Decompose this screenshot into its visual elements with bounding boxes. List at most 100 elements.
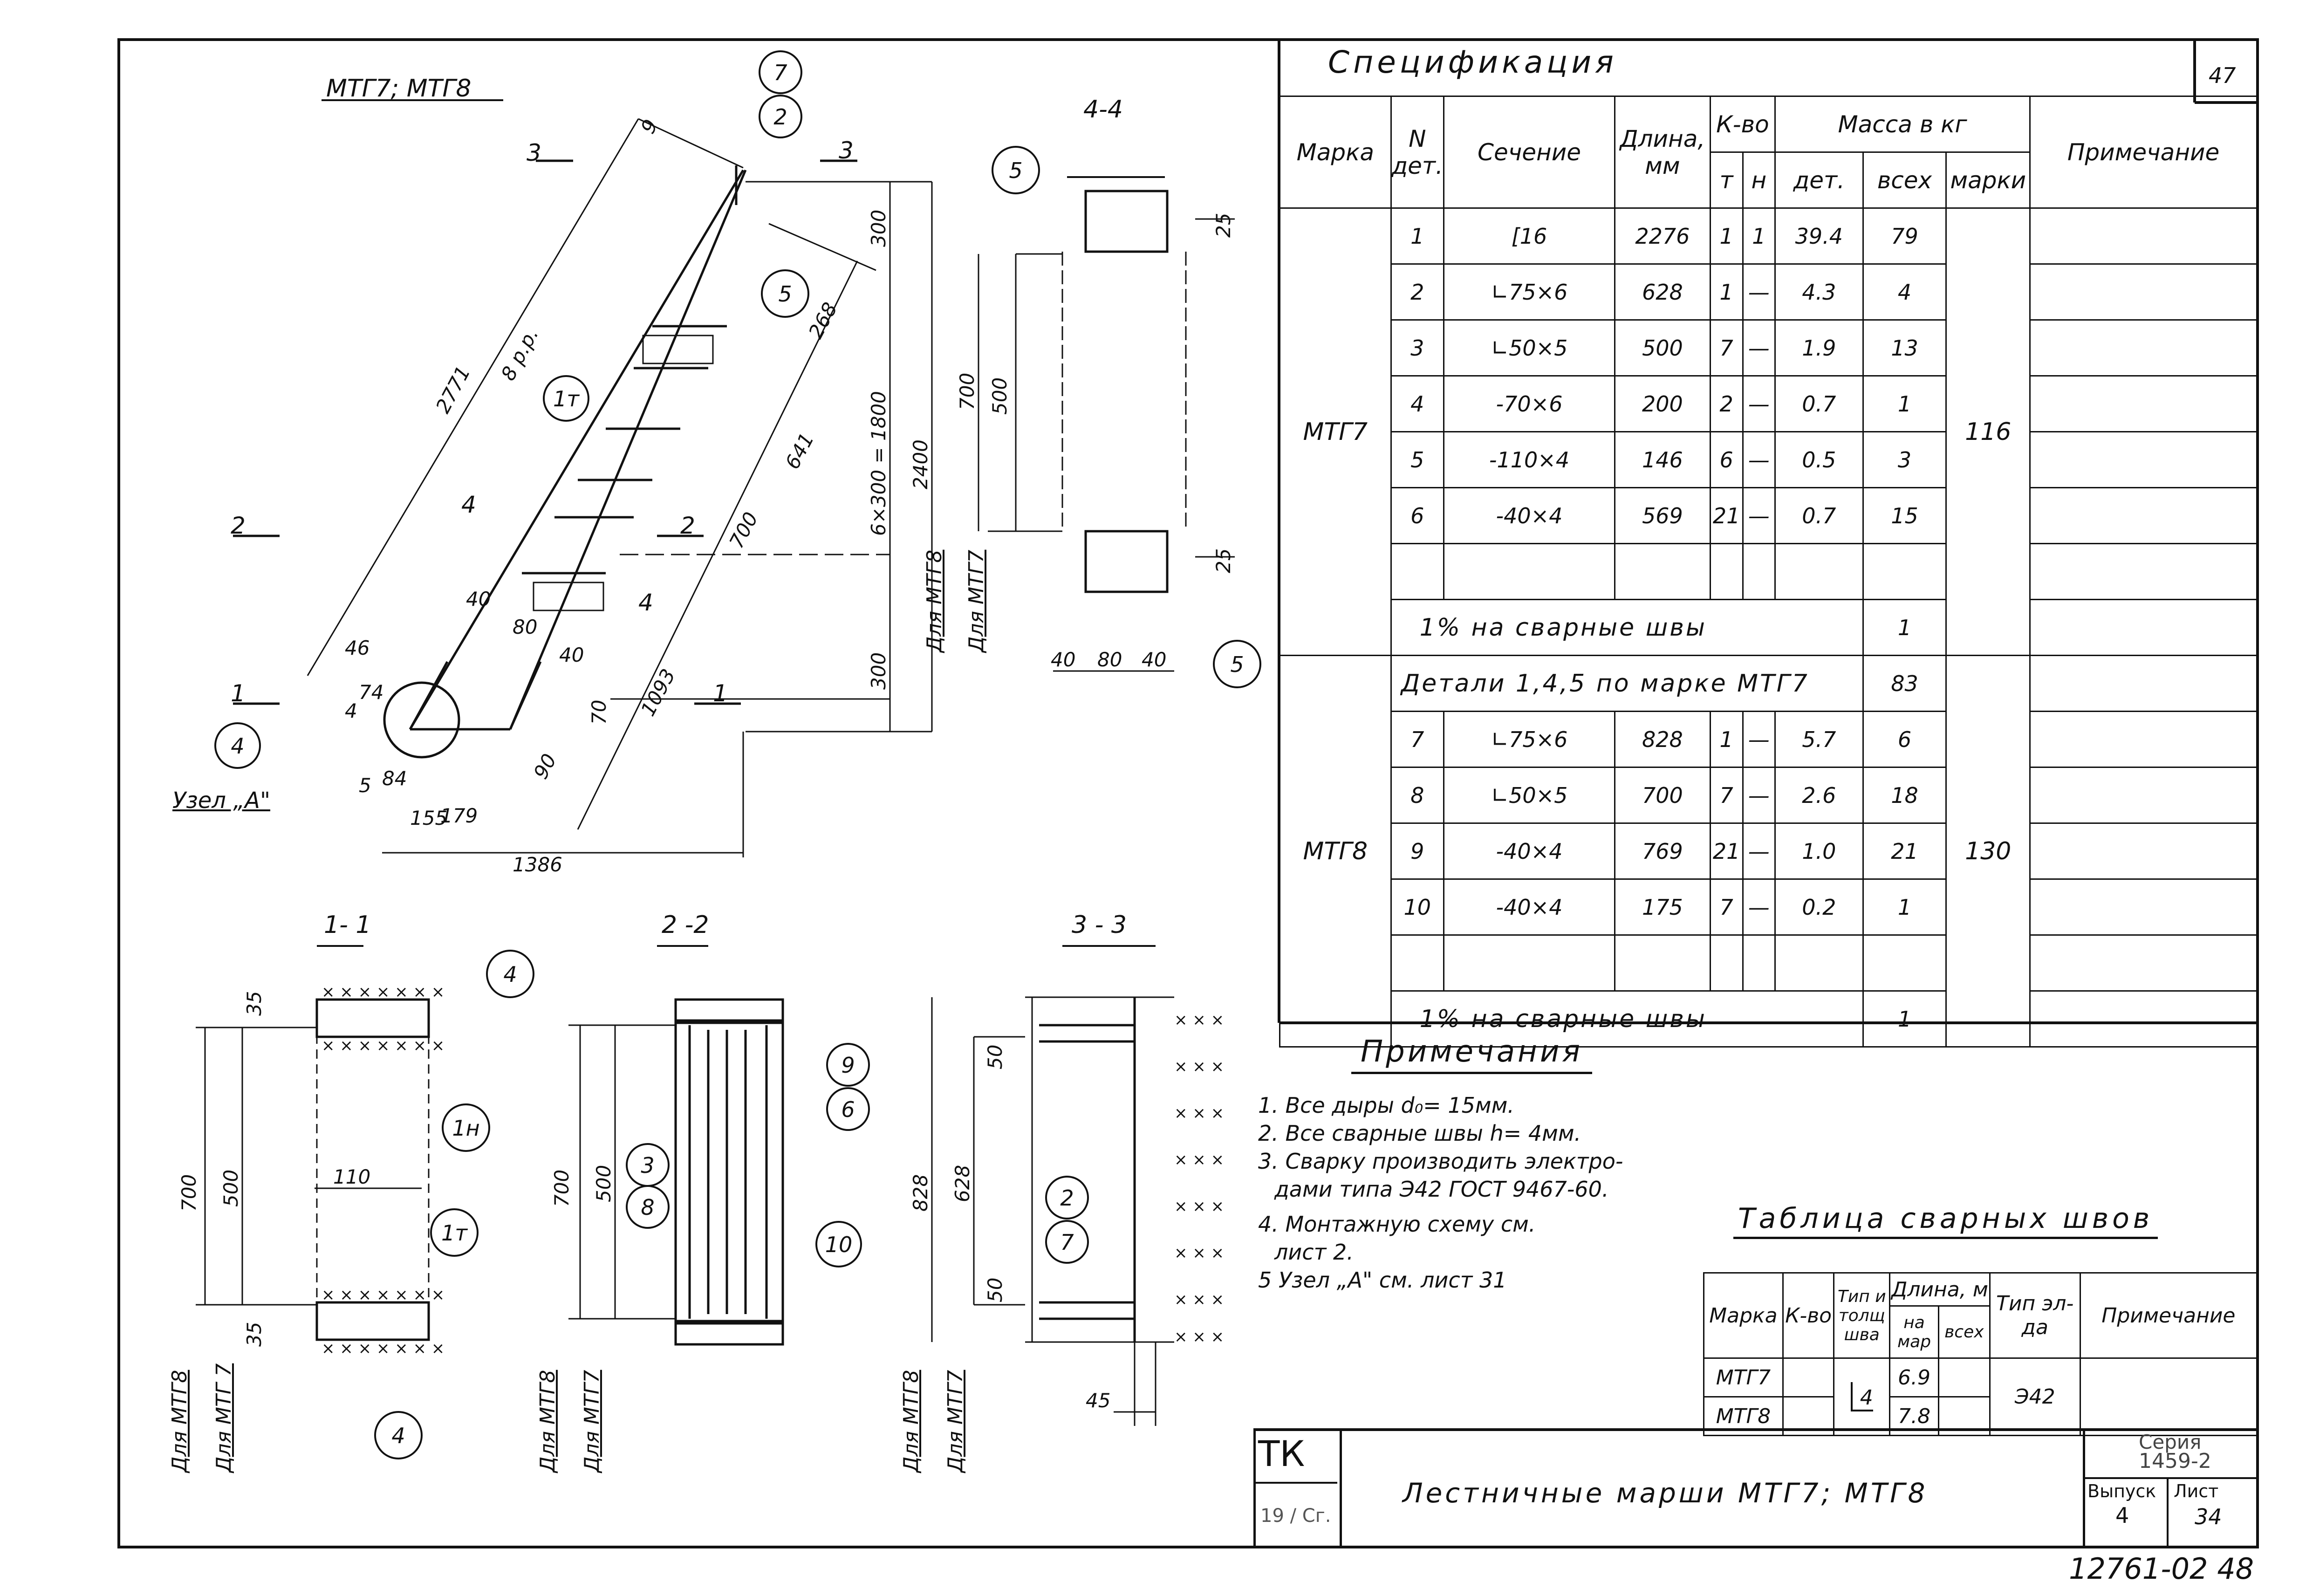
cell xyxy=(1614,543,1711,600)
table-row: 5 -110×4 146 6 — 0.5 3 xyxy=(1280,431,2258,488)
svg-text:300: 300 xyxy=(867,210,890,247)
weld-hdr-qty: К-во xyxy=(1782,1272,1835,1359)
cell: 0.7 xyxy=(1774,487,1864,544)
weld-electrode: Э42 xyxy=(1989,1357,2081,1436)
cell: 8 xyxy=(1390,767,1444,824)
svg-text:× × × × × × ×: × × × × × × × xyxy=(322,1339,445,1358)
svg-text:700: 700 xyxy=(725,508,763,552)
table-row: МТГ7 4 6.9 Э42 xyxy=(1703,1357,2258,1436)
svg-text:9: 9 xyxy=(841,1053,855,1078)
sheet-label: Лист xyxy=(2174,1481,2219,1501)
cell: 7 xyxy=(1709,767,1744,824)
svg-text:1т: 1т xyxy=(441,1220,468,1246)
svg-text:45: 45 xyxy=(1086,1389,1110,1412)
series-divider xyxy=(2083,1477,2258,1479)
cell: 7 xyxy=(1709,319,1744,377)
note-5: 5 Узел „А" см. лист 31 xyxy=(1258,1267,1507,1293)
node-a-label: Узел „А" xyxy=(172,788,271,814)
stamp-tk: ТК xyxy=(1258,1433,1305,1474)
sheet-value: 34 xyxy=(2195,1504,2222,1529)
svg-text:7: 7 xyxy=(773,60,787,85)
cell: 1 xyxy=(1862,375,1947,432)
cell xyxy=(2029,543,2258,600)
cell: 500 xyxy=(1614,319,1711,377)
table-row: 3 ∟50×5 500 7 — 1.9 13 xyxy=(1280,319,2258,377)
svg-text:50: 50 xyxy=(984,1045,1006,1069)
svg-text:3: 3 xyxy=(839,137,854,164)
cell xyxy=(1709,543,1744,600)
svg-text:40: 40 xyxy=(1051,648,1075,671)
cell: ∟75×6 xyxy=(1443,711,1616,768)
svg-text:300: 300 xyxy=(867,652,890,690)
cell xyxy=(1443,934,1616,992)
cell: 1.0 xyxy=(1774,822,1864,880)
cell: 3 xyxy=(1390,319,1444,377)
mtg8-welds-value: 1 xyxy=(1862,990,1947,1048)
svg-text:40: 40 xyxy=(466,588,491,610)
main-view-title: МТГ7; МТГ8 xyxy=(326,75,472,103)
svg-text:155: 155 xyxy=(410,807,447,829)
cell xyxy=(2029,878,2258,936)
svg-text:70: 70 xyxy=(588,700,610,725)
note-4-cont: лист 2. xyxy=(1274,1240,1354,1265)
svg-text:× × ×: × × × xyxy=(1174,1244,1224,1262)
cell: 15 xyxy=(1862,487,1947,544)
svg-text:4: 4 xyxy=(345,699,357,722)
table-row: 1% на сварные швы 1 xyxy=(1280,599,2258,656)
cell: 569 xyxy=(1614,487,1711,544)
table-row: 4 -70×6 200 2 — 0.7 1 xyxy=(1280,375,2258,432)
svg-text:× × ×: × × × xyxy=(1174,1290,1224,1309)
cell: 0.5 xyxy=(1774,431,1864,488)
cell: 4 xyxy=(1390,375,1444,432)
mtg8-details-value: 83 xyxy=(1862,655,1947,712)
svg-text:5: 5 xyxy=(359,774,371,797)
cell: 1.9 xyxy=(1774,319,1864,377)
svg-text:2: 2 xyxy=(773,104,787,130)
cell: 21 xyxy=(1862,822,1947,880)
table-row xyxy=(1280,543,2258,600)
cell: 79 xyxy=(1862,207,1947,265)
cell: 2.6 xyxy=(1774,767,1864,824)
cell xyxy=(2029,207,2258,265)
svg-text:110: 110 xyxy=(333,1165,370,1188)
svg-text:641: 641 xyxy=(781,429,819,473)
note-4: 4. Монтажную схему см. xyxy=(1258,1212,1536,1237)
svg-text:4: 4 xyxy=(503,962,517,987)
note-1: 1. Все дыры d₀= 15мм. xyxy=(1258,1093,1514,1118)
cell: 18 xyxy=(1862,767,1947,824)
label-for-mtg7-3-3: Для МТГ7 xyxy=(944,1370,967,1473)
cell: -40×4 xyxy=(1443,878,1616,936)
weld-hdr-mark: Марка xyxy=(1703,1272,1784,1359)
mtg7-welds-value: 1 xyxy=(1862,599,1947,656)
hdr-mass: Масса в кг xyxy=(1774,96,2031,153)
cell xyxy=(1862,934,1947,992)
svg-text:1386: 1386 xyxy=(513,853,562,876)
svg-text:× × ×: × × × xyxy=(1174,1011,1224,1029)
cell: 21 xyxy=(1709,487,1744,544)
stamp-sub: 19 / Сг. xyxy=(1260,1505,1331,1527)
cell: 6 xyxy=(1390,487,1444,544)
section-4-4 xyxy=(978,176,1235,672)
svg-text:46: 46 xyxy=(345,637,370,659)
table-row: 7 ∟75×6 828 1 — 5.7 6 xyxy=(1280,711,2258,768)
svg-text:700: 700 xyxy=(550,1170,573,1207)
svg-text:40: 40 xyxy=(1142,648,1166,671)
cell: -110×4 xyxy=(1443,431,1616,488)
cell xyxy=(2029,431,2258,488)
mtg8-mark: МТГ8 xyxy=(1279,655,1392,1048)
cell xyxy=(1742,543,1776,600)
svg-text:828: 828 xyxy=(909,1174,932,1212)
svg-text:1093: 1093 xyxy=(636,665,680,719)
section-3-3-title: 3 - 3 xyxy=(1072,911,1127,939)
table-row xyxy=(1280,934,2258,992)
series-label: Серия xyxy=(2139,1431,2202,1453)
section-3-3 xyxy=(931,945,1174,1426)
svg-text:179: 179 xyxy=(440,804,478,827)
cell: 828 xyxy=(1614,711,1711,768)
weld-table-title: Таблица сварных швов xyxy=(1733,1202,2158,1239)
hdr-no: N дет. xyxy=(1390,96,1444,209)
issue-label: Выпуск xyxy=(2087,1481,2156,1501)
svg-text:5: 5 xyxy=(778,281,792,307)
hdr-qty-n: н xyxy=(1742,151,1776,209)
